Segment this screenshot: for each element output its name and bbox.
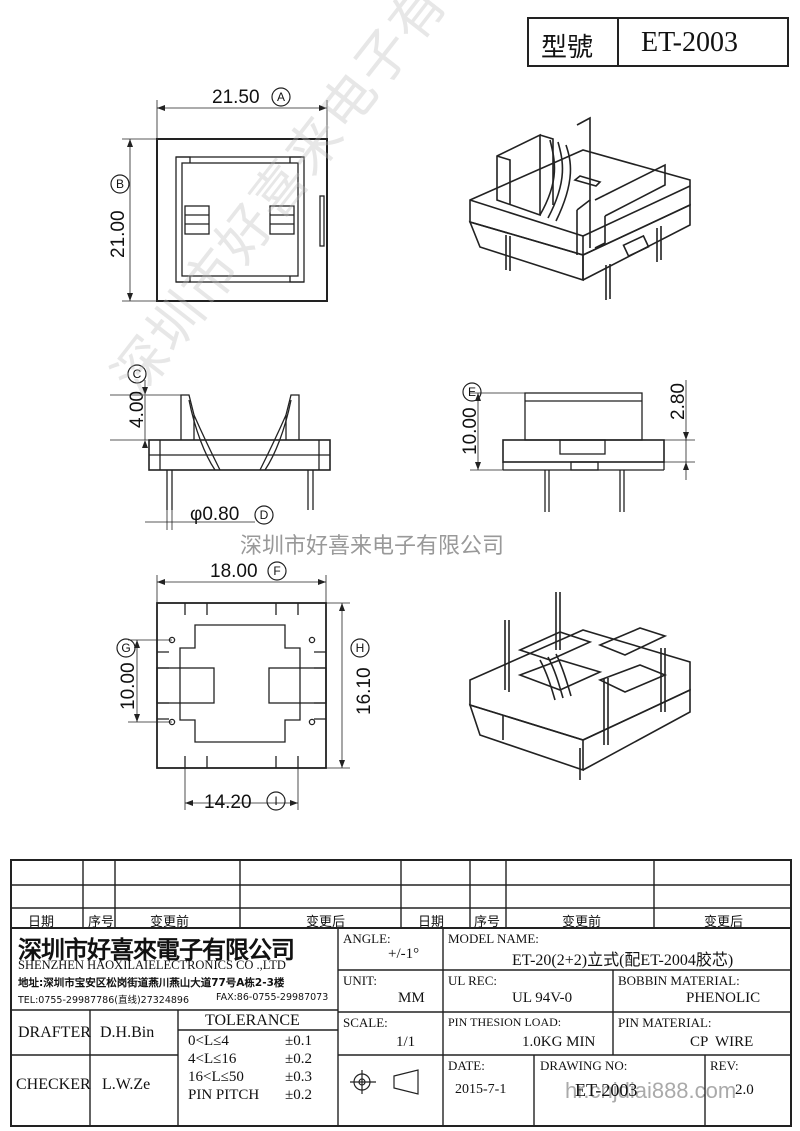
tol-value-3: ±0.2 xyxy=(285,1087,312,1103)
circle-b: B xyxy=(116,177,124,191)
dim-f-text: 18.00 xyxy=(210,561,258,582)
circle-c: C xyxy=(133,367,142,381)
company-tel: TEL:0755-29987786(直线)27324896 xyxy=(18,995,190,1006)
pin-load-label: PIN THESION LOAD: xyxy=(448,1015,562,1029)
tol-range-2: 16<L≤50 xyxy=(188,1069,244,1085)
header-model: ET-2003 xyxy=(641,27,738,58)
watermark-footer: hr.cnjdiai888.com xyxy=(565,1078,737,1103)
scale-label: SCALE: xyxy=(343,1015,388,1030)
tol-value-0: ±0.1 xyxy=(285,1033,312,1049)
rev-h-after2: 变更后 xyxy=(704,914,744,929)
checker-value: L.W.Ze xyxy=(102,1076,151,1093)
scale-value: 1/1 xyxy=(396,1034,416,1050)
iso-view-top xyxy=(468,116,691,300)
dimension-labels: 21.50 21.00 4.00 φ0.80 10.00 2.80 18.00 … xyxy=(108,87,689,813)
ul-value: UL 94V-0 xyxy=(512,990,573,1006)
drafter-value: D.H.Bin xyxy=(100,1024,155,1041)
company-fax: FAX:86-0755-29987073 xyxy=(216,992,329,1003)
bottom-view xyxy=(128,575,350,810)
watermark-center: 深圳市好喜来电子有限公司 xyxy=(240,533,505,558)
rev-h-after1: 变更后 xyxy=(306,914,346,929)
rev-h-date2: 日期 xyxy=(418,914,445,929)
tolerance-title: TOLERANCE xyxy=(205,1012,300,1029)
tol-value-1: ±0.2 xyxy=(285,1051,312,1067)
rev-h-before2: 变更前 xyxy=(562,914,602,929)
circle-f: F xyxy=(273,564,280,578)
tol-value-2: ±0.3 xyxy=(285,1069,312,1085)
circle-h: H xyxy=(356,641,365,655)
front-view xyxy=(110,380,331,530)
bobbin-value: PHENOLIC xyxy=(686,990,761,1006)
rev-h-no1: 序号 xyxy=(88,914,115,929)
checker-label: CHECKER xyxy=(16,1076,91,1093)
angle-value: +/-1° xyxy=(388,946,420,962)
model-label: MODEL NAME: xyxy=(448,931,539,946)
pin-mat-label: PIN MATERIAL: xyxy=(618,1015,712,1030)
header-box: 型號 ET-2003 xyxy=(527,17,789,67)
unit-label: UNIT: xyxy=(343,973,378,988)
header-label: 型號 xyxy=(541,33,594,63)
bobbin-label: BOBBIN MATERIAL: xyxy=(618,973,740,988)
company-name-cn: 深圳市好喜來電子有限公司 xyxy=(18,935,295,964)
dim-c-text: 4.00 xyxy=(127,391,148,428)
dim-i-text: 14.20 xyxy=(204,792,252,813)
company-name-en: SHENZHEN HAOXILAIELECTRONICS CO .,LTD xyxy=(18,958,286,972)
side-view xyxy=(470,380,695,512)
tol-range-1: 4<L≤16 xyxy=(188,1051,237,1067)
tol-range-0: 0<L≤4 xyxy=(188,1033,229,1049)
dim-e2-text: 2.80 xyxy=(668,383,689,420)
projection-symbol-icon xyxy=(350,1069,419,1095)
rev-h-no2: 序号 xyxy=(474,914,501,929)
ul-label: UL REC: xyxy=(448,973,497,988)
iso-view-bottom xyxy=(468,592,691,780)
circle-e: E xyxy=(468,385,476,399)
rev-h-before1: 变更前 xyxy=(150,914,190,929)
circle-g: G xyxy=(121,641,130,655)
date-label: DATE: xyxy=(448,1058,485,1073)
date-value: 2015-7-1 xyxy=(455,1082,507,1097)
drafter-label: DRAFTER xyxy=(18,1024,91,1041)
header-divider xyxy=(617,19,619,65)
drawing-label: DRAWING NO: xyxy=(540,1058,628,1073)
circle-a: A xyxy=(277,90,285,104)
circle-d: D xyxy=(260,508,269,522)
rev-label: REV: xyxy=(710,1058,739,1073)
circle-i: I xyxy=(274,794,277,808)
dim-d-text: φ0.80 xyxy=(190,504,239,525)
tol-range-3: PIN PITCH xyxy=(188,1087,260,1103)
top-view xyxy=(122,100,328,302)
circle-letters: A B C D E F G H I xyxy=(116,90,476,808)
rev-h-date1: 日期 xyxy=(28,914,55,929)
rev-value: 2.0 xyxy=(735,1082,754,1098)
unit-value: MM xyxy=(398,990,425,1006)
drawing-value: ET-2003 xyxy=(575,1080,638,1100)
pin-mat-value: CP WIRE xyxy=(690,1034,754,1050)
company-address: 地址:深圳市宝安区松岗街道燕川燕山大道77号A栋2-3楼 xyxy=(18,977,285,989)
dim-e-text: 10.00 xyxy=(460,407,481,455)
dim-a-text: 21.50 xyxy=(212,87,260,108)
dim-b-text: 21.00 xyxy=(108,210,129,258)
model-value: ET-20(2+2)立式(配ET-2004胶芯) xyxy=(512,952,734,969)
pin-load-value: 1.0KG MIN xyxy=(522,1034,596,1050)
dim-h-text: 16.10 xyxy=(354,667,375,715)
angle-label: ANGLE: xyxy=(343,931,391,946)
dim-g-text: 10.00 xyxy=(118,662,139,710)
technical-drawing: 21.50 21.00 4.00 φ0.80 10.00 2.80 18.00 … xyxy=(108,87,695,813)
